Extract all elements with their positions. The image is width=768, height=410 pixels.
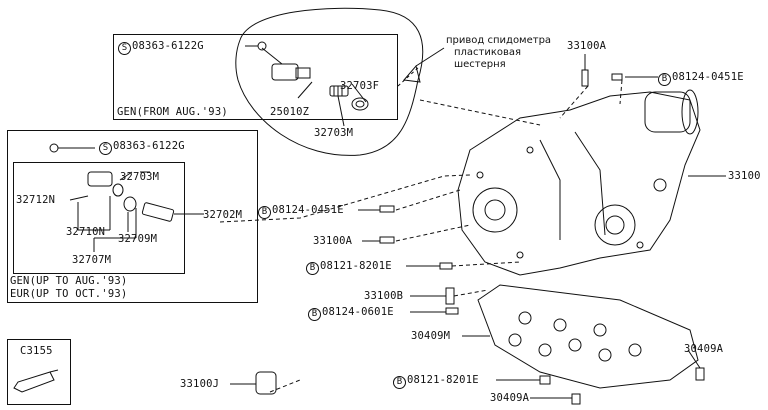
bolt-33100a bbox=[581, 69, 589, 87]
bolt-33100b bbox=[445, 287, 455, 305]
part-label-32703f: 32703F bbox=[340, 80, 380, 92]
bolt-08124-0451e-right bbox=[611, 73, 623, 81]
sealant-tube-drawing bbox=[13, 369, 59, 393]
left-inset-box bbox=[7, 130, 258, 303]
bolt-08124-0451e-left bbox=[379, 205, 395, 213]
part-label-32709m: 32709M bbox=[118, 233, 158, 245]
top-inset-caption: GEN(FROM AUG.'93) bbox=[117, 106, 228, 118]
part-label-30409a-right: 30409A bbox=[684, 343, 724, 355]
left-inset-inner-box bbox=[13, 162, 185, 274]
part-label-32712n: 32712N bbox=[16, 194, 56, 206]
part-number: 08124-0451E bbox=[672, 71, 744, 83]
s-circle-symbol: S bbox=[118, 42, 131, 55]
speedometer-sensor-old-drawing bbox=[49, 143, 175, 222]
speedometer-sensor-drawing bbox=[257, 41, 369, 111]
part-label-30409m: 30409M bbox=[411, 330, 451, 342]
b-circle-symbol: B bbox=[306, 262, 319, 275]
b-circle-symbol: B bbox=[258, 206, 271, 219]
nut-08121-8201e bbox=[439, 262, 453, 270]
part-label-32710n: 32710N bbox=[66, 226, 106, 238]
part-number: 08121-8201E bbox=[407, 374, 479, 386]
left-inset-caption-1: GEN(UP TO AUG.'93) bbox=[10, 275, 128, 287]
part-label-32703m-top: 32703M bbox=[314, 127, 354, 139]
left-inset-caption-2: EUR(UP TO OCT.'93) bbox=[10, 288, 128, 300]
note-text: привод спидометра пластиковая шестерня bbox=[446, 35, 551, 71]
part-label-32703m-left: 32703M bbox=[120, 171, 160, 183]
part-number: 08124-0601E bbox=[322, 306, 394, 318]
part-number: 08363-6122G bbox=[113, 140, 185, 152]
part-label-33100b: 33100B bbox=[364, 290, 404, 302]
b-circle-symbol: B bbox=[658, 73, 671, 86]
part-label-33100a-left: 33100A bbox=[313, 235, 353, 247]
part-number: 08124-0451E bbox=[272, 204, 344, 216]
b-circle-symbol: B bbox=[308, 308, 321, 321]
top-inset-oval bbox=[235, 7, 424, 156]
nut-08121-8201e-lower bbox=[539, 375, 551, 385]
top-inset-box bbox=[113, 34, 398, 120]
note-line-1: привод спидометра bbox=[446, 35, 552, 46]
part-number: 08363-6122G bbox=[132, 40, 204, 52]
part-label-33100a-top: 33100A bbox=[567, 40, 607, 52]
s-circle-symbol: S bbox=[99, 142, 112, 155]
b-circle-symbol: B bbox=[393, 376, 406, 389]
part-label-25010z: 25010Z bbox=[270, 106, 310, 118]
note-line-2: пластиковая bbox=[454, 47, 522, 58]
note-line-3: шестерня bbox=[454, 59, 506, 70]
part-label-33100: 33100 bbox=[728, 170, 761, 182]
part-label-33100j: 33100J bbox=[180, 378, 220, 390]
bolt-33100a-left bbox=[379, 236, 395, 244]
sealant-box bbox=[7, 339, 71, 405]
sealant-code: C3155 bbox=[20, 345, 53, 357]
bolt-30409a-bottom bbox=[571, 393, 581, 405]
part-label-32707m: 32707M bbox=[72, 254, 112, 266]
skid-plate-drawing bbox=[477, 284, 699, 389]
bolt-30409a-right bbox=[695, 367, 705, 381]
transfer-case-drawing bbox=[457, 89, 701, 276]
part-label-32702m: 32702M bbox=[203, 209, 243, 221]
bolt-08124-0601e bbox=[445, 307, 459, 315]
part-number: 08121-8201E bbox=[320, 260, 392, 272]
plug-33100j bbox=[255, 371, 277, 395]
part-label-30409a-bottom: 30409A bbox=[490, 392, 530, 404]
